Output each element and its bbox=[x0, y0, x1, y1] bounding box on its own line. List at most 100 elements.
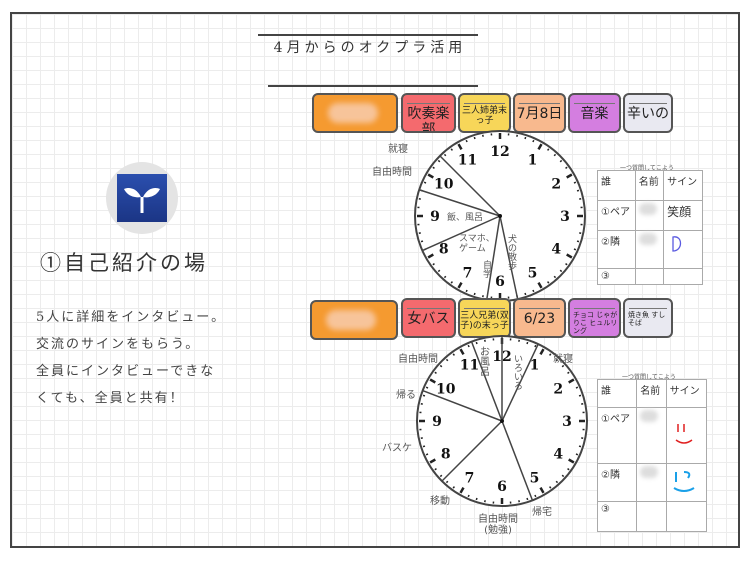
clock-tick bbox=[573, 181, 577, 184]
card-favorite: 音楽 bbox=[568, 93, 621, 133]
clock-label: 飯、風呂 bbox=[447, 213, 484, 223]
clock-number: 3 bbox=[560, 209, 570, 225]
clock-tick bbox=[445, 480, 449, 484]
clock-tick bbox=[465, 289, 468, 293]
clock-label: スマホ、ゲーム bbox=[459, 234, 495, 254]
clock-label: 帰る bbox=[396, 390, 416, 401]
clock-tick bbox=[434, 371, 437, 374]
clock-tick bbox=[566, 253, 573, 259]
clock-number: 12 bbox=[490, 144, 509, 160]
body-line: 5人に詳細をインタビュー。 bbox=[36, 310, 227, 325]
clock-tick bbox=[578, 445, 582, 448]
clock-number: 2 bbox=[551, 177, 561, 193]
card-value: 6/23 bbox=[523, 311, 556, 327]
clock-tick bbox=[445, 358, 449, 362]
clock-number: 8 bbox=[439, 242, 449, 258]
table-header: 誰 bbox=[597, 170, 636, 201]
clock-tick bbox=[561, 364, 565, 368]
sign-table-1: 誰名前サイン ①ペア笑顔 ②隣 ③ bbox=[597, 170, 703, 285]
clock-label: 帰宅 bbox=[532, 507, 552, 518]
clock-number: 7 bbox=[463, 265, 473, 281]
table-cell: ②隣 bbox=[597, 230, 636, 269]
clock-center bbox=[500, 419, 504, 423]
clock-tick bbox=[427, 173, 434, 179]
table-caption: 一つ質問してこよう bbox=[620, 165, 674, 172]
clock-tick bbox=[473, 136, 476, 140]
clock-tick bbox=[566, 173, 573, 179]
sprout-icon bbox=[117, 174, 167, 222]
clock-tick bbox=[555, 358, 559, 362]
clock-tick bbox=[457, 282, 463, 289]
clock-number: 2 bbox=[553, 382, 563, 398]
clock-tick bbox=[539, 348, 545, 355]
clock-tick bbox=[553, 153, 557, 157]
table-header: サイン bbox=[665, 379, 708, 408]
card-food: 焼き魚 すし そば bbox=[623, 298, 673, 338]
clock-label: 自由時間(勉強) bbox=[478, 514, 518, 536]
clock-tick bbox=[553, 275, 557, 279]
table-header: 名前 bbox=[634, 170, 665, 201]
clock-label: 自由時間 bbox=[398, 354, 438, 365]
table-cell: ③ bbox=[596, 501, 638, 532]
name-card-blurred bbox=[310, 300, 398, 340]
clock-number: 6 bbox=[497, 479, 507, 495]
card-club: 吹奏楽部 bbox=[401, 93, 456, 133]
table-cell: ①ペア bbox=[596, 407, 638, 464]
clock-number: 9 bbox=[430, 209, 440, 225]
schedule-divider bbox=[501, 343, 539, 422]
table-header: サイン bbox=[663, 170, 703, 201]
clock-tick bbox=[437, 159, 441, 163]
clock-number: 5 bbox=[528, 265, 538, 281]
clock-number: 11 bbox=[458, 153, 477, 169]
clock-tick bbox=[432, 166, 435, 169]
clock-tick bbox=[537, 282, 543, 289]
clock-tick bbox=[534, 344, 537, 348]
clock-tick bbox=[568, 458, 575, 464]
clock-label: バスケ bbox=[382, 443, 412, 454]
card-value: チョコ じゃがりこ ヒュルリング bbox=[573, 311, 618, 335]
clock-tick bbox=[459, 348, 465, 355]
clock-tick bbox=[465, 139, 468, 143]
clock-tick bbox=[549, 486, 552, 489]
clock-tick bbox=[425, 453, 429, 456]
clock-number: 3 bbox=[562, 414, 572, 430]
clock-tick bbox=[575, 453, 579, 456]
clock-tick bbox=[524, 136, 527, 140]
clock-label: 犬の散歩 bbox=[508, 235, 518, 272]
clock-tick bbox=[432, 263, 435, 266]
clock-tick bbox=[443, 153, 447, 157]
table-cell-sign-drawing bbox=[665, 407, 708, 464]
table-cell-name-blurred bbox=[636, 463, 667, 502]
body-line: 全員にインタビューできな bbox=[36, 364, 216, 379]
clock-tick bbox=[576, 240, 580, 243]
schedule-divider bbox=[441, 420, 503, 482]
clock-tick bbox=[422, 445, 426, 448]
clock-tick bbox=[575, 386, 579, 389]
clock-tick bbox=[578, 394, 582, 397]
card-birthday: 7月8日 bbox=[513, 93, 566, 133]
clock-number: 1 bbox=[530, 358, 540, 374]
clock-tick bbox=[567, 371, 570, 374]
card-value: 三人兄弟(双子)の末っ子 bbox=[460, 311, 509, 331]
clock-tick bbox=[559, 269, 563, 273]
table-cell-sign-drawing bbox=[663, 230, 703, 269]
clock-tick bbox=[532, 139, 535, 143]
clock-tick bbox=[555, 480, 559, 484]
clock-tick bbox=[422, 394, 426, 397]
clock-number: 6 bbox=[495, 274, 505, 290]
section-body: 5人に詳細をインタビュー。 交流のサインをもらう。 全員にインタビューできな く… bbox=[36, 304, 226, 412]
clock-number: 4 bbox=[553, 447, 563, 463]
card-club: 女バス bbox=[401, 298, 456, 338]
title-rule-bottom bbox=[268, 85, 478, 87]
clock-tick bbox=[423, 181, 427, 184]
clock-tick bbox=[526, 497, 529, 501]
table-header: 誰 bbox=[596, 379, 638, 408]
section-heading: ①自己紹介の場 bbox=[40, 251, 208, 275]
clock-number: 10 bbox=[434, 177, 454, 193]
schedule-divider bbox=[499, 215, 519, 300]
table-cell: ③ bbox=[597, 268, 636, 285]
clock-tick bbox=[547, 148, 550, 151]
body-line: くても、全員と共有！ bbox=[36, 391, 185, 406]
clock-tick bbox=[467, 344, 470, 348]
